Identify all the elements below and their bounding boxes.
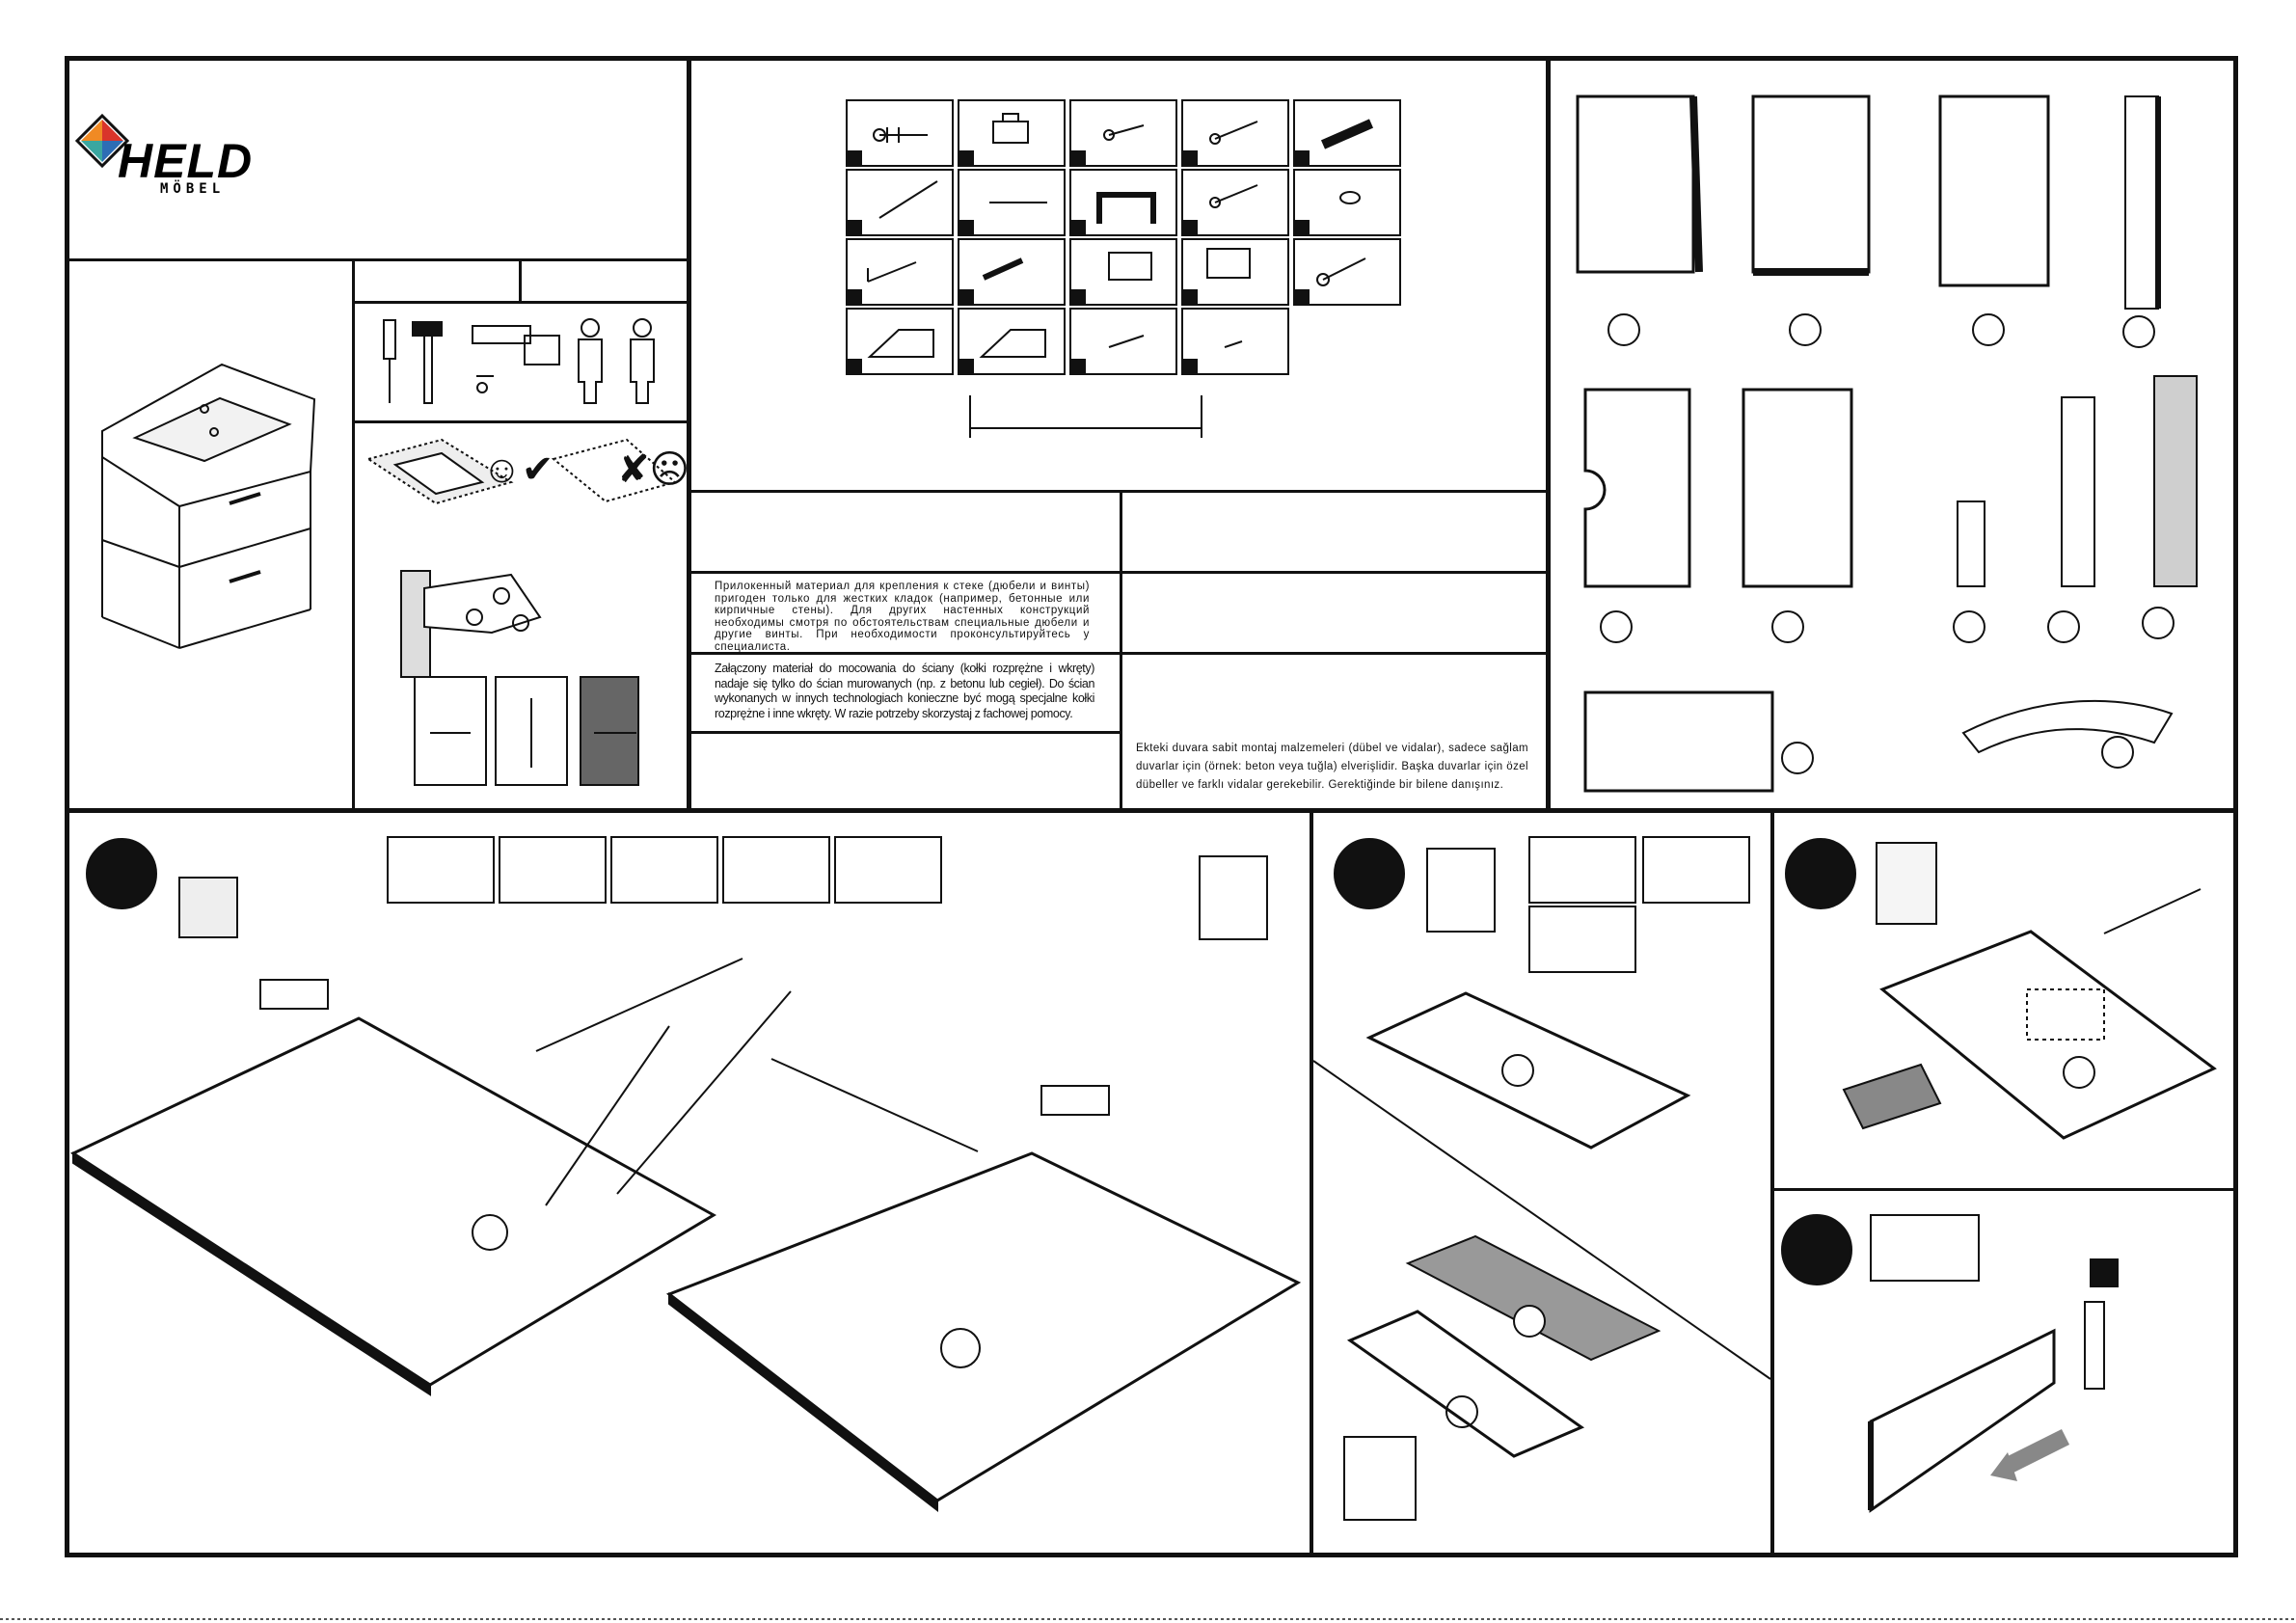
divider [687, 731, 1121, 734]
divider [1772, 1188, 2238, 1191]
page-footer-strip [0, 1618, 2296, 1620]
hinge-adjustment-icon [400, 570, 639, 786]
divider [352, 420, 689, 423]
step-2 [1312, 836, 1771, 1521]
tools-icon [383, 318, 655, 404]
panel-parts [1576, 95, 2198, 793]
divider [1770, 813, 1774, 1557]
divider [1120, 490, 1122, 813]
divider [1310, 813, 1313, 1557]
step-1 [69, 836, 1302, 1513]
divider [65, 808, 2238, 813]
svg-text:✘☹: ✘☹ [617, 448, 689, 491]
divider [687, 571, 1550, 574]
cabinet-overview-icon [101, 363, 316, 649]
brand-name: HELD [118, 134, 254, 188]
step-3 [1785, 838, 2217, 1140]
divider [687, 56, 691, 813]
divider [687, 652, 1550, 655]
divider [65, 258, 691, 261]
divider [687, 490, 1550, 493]
divider [1546, 56, 1551, 813]
hardware-grid [846, 99, 1401, 438]
brand-subtitle: MÖBEL [160, 181, 226, 197]
wall-mount-note-tr: Ekteki duvara sabit montaj malzemeleri (… [1136, 743, 1528, 791]
instruction-sheet-frame [65, 56, 2238, 1557]
svg-text:☺✔: ☺✔ [482, 448, 554, 491]
divider [352, 258, 355, 813]
wall-mount-note-ru: Прилокенный материал для крепления к сте… [715, 581, 1090, 653]
divider [519, 258, 522, 302]
step-4 [1781, 1214, 2119, 1513]
surface-protection-icon: ☺✔ ✘☹ [365, 438, 689, 505]
wall-mount-note-pl: Załączony materiał do mocowania do ścian… [715, 662, 1094, 720]
divider [352, 301, 689, 304]
